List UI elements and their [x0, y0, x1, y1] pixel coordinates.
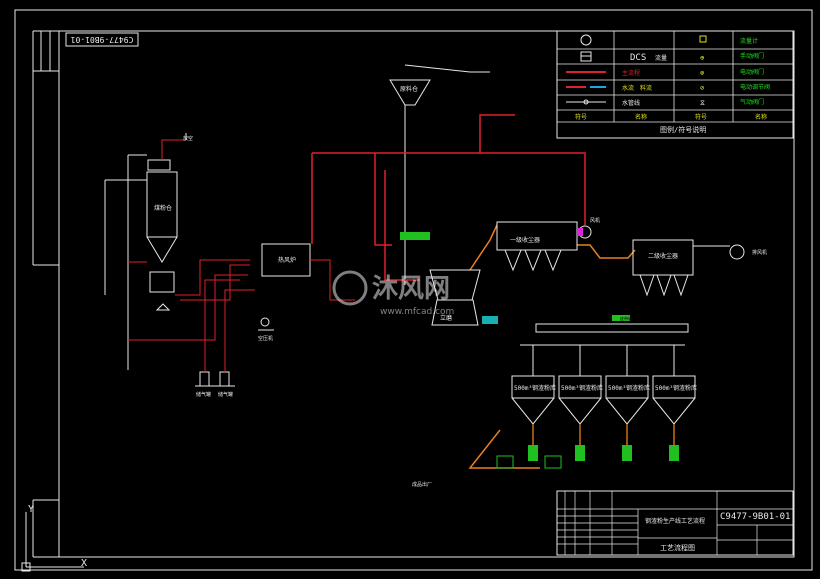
drawing-frame — [14, 9, 813, 571]
silo-3: 500m³钢渣粉库 — [605, 345, 650, 461]
hot-gas-lines — [312, 114, 586, 281]
watermark-brand: 沐风网 — [372, 274, 450, 304]
legend-line-3: 料流 — [640, 84, 652, 92]
furnace-label: 热风炉 — [278, 256, 296, 264]
bag-filter-1: 一级收尘器 风机 — [496, 217, 600, 272]
silo-1-label: 500m³钢渣粉库 — [514, 384, 556, 392]
legend-dcs: DCS — [630, 53, 646, 63]
title-block-project: 钢渣粉生产线工艺流程 — [645, 517, 705, 525]
silo-4-label: 500m³钢渣粉库 — [655, 384, 697, 392]
hopper-label: 原料仓 — [400, 85, 418, 93]
vent-tag: 放空 — [183, 135, 193, 142]
top-hopper: 原料仓 — [389, 64, 490, 285]
left-silo-system: 煤粉仓 放空 储气罐 储气罐 空压机 — [104, 133, 274, 398]
legend-caption: 图例/符号说明 — [660, 125, 706, 134]
svg-text:⊕: ⊕ — [700, 54, 705, 62]
dispatch-label: 成品出厂 — [412, 481, 432, 488]
fan-2-label: 排风机 — [752, 249, 767, 256]
silo-3-label: 500m³钢渣粉库 — [608, 384, 650, 392]
filter-2-label: 二级收尘器 — [648, 252, 678, 260]
legend-desc-4: 电动调节阀 — [740, 83, 770, 91]
storage-silos: 500m³钢渣粉库 500m³钢渣粉库 500m³钢渣粉库 500m³钢渣粉库 — [412, 345, 697, 488]
material-lines — [468, 224, 636, 469]
ucs-y-label: Y — [28, 504, 34, 515]
hot-air-furnace: 热风炉 — [261, 153, 355, 301]
legend-line-2: 水流 — [622, 84, 634, 92]
bag-filter-2: 二级收尘器 排风机 — [632, 239, 767, 297]
mill-label: 立磨 — [440, 314, 452, 322]
rotated-drawing-number: C9477-9B01-01 — [65, 32, 139, 47]
svg-text:流量: 流量 — [655, 54, 667, 62]
silo-1: 500m³钢渣粉库 — [511, 345, 556, 461]
legend-desc-3: 电动阀门 — [740, 68, 764, 76]
svg-text:⧖: ⧖ — [700, 99, 705, 107]
fan-1-label: 风机 — [590, 217, 600, 224]
title-block: C9477-9B01-01 钢渣粉生产线工艺流程 工艺流程图 — [556, 490, 794, 556]
legend-desc-5: 气动阀门 — [740, 98, 764, 106]
left-silo-label: 煤粉仓 — [154, 204, 172, 212]
legend-footer-3: 符号 — [695, 113, 707, 121]
title-block-title: 工艺流程图 — [660, 543, 695, 552]
conveyor-label: 皮带输送机 — [620, 315, 640, 321]
ucs-icon: Y X — [21, 504, 87, 572]
watermark-url: www.mfcad.com — [380, 307, 454, 317]
svg-text:⊘: ⊘ — [700, 84, 704, 92]
watermark: 沐风网 www.mfcad.com — [332, 270, 454, 317]
legend-line-4: 水管线 — [622, 99, 640, 107]
belt-conveyor: 皮带输送机 — [520, 315, 689, 346]
legend-line-1: 主流程 — [622, 69, 640, 77]
compressor-label: 空压机 — [258, 335, 273, 342]
tank-label-2: 储气罐 — [218, 391, 233, 398]
legend-desc-1: 流量计 — [740, 37, 758, 45]
legend-desc-2: 手动阀门 — [740, 52, 764, 60]
legend-footer-1: 符号 — [575, 113, 587, 121]
legend-table: DCS 流量 主流程 水流 料流 水管线 ⊕ ⊗ ⊘ ⧖ 流量计 手动阀门 电动… — [556, 30, 794, 139]
silo-2-label: 500m³钢渣粉库 — [561, 384, 603, 392]
vertical-mill: 立磨 — [429, 269, 498, 326]
svg-text:⊗: ⊗ — [700, 69, 704, 77]
svg-text:C9477-9B01-01: C9477-9B01-01 — [71, 35, 134, 44]
tank-label-1: 储气罐 — [196, 391, 211, 398]
ucs-x-label: X — [81, 558, 87, 569]
legend-footer-2: 名称 — [635, 113, 647, 121]
legend-footer-4: 名称 — [755, 113, 767, 121]
title-block-number: C9477-9B01-01 — [720, 512, 790, 522]
filter-1-label: 一级收尘器 — [510, 236, 540, 244]
silo-4: 500m³钢渣粉库 — [652, 345, 697, 461]
silo-2: 500m³钢渣粉库 — [558, 345, 603, 461]
